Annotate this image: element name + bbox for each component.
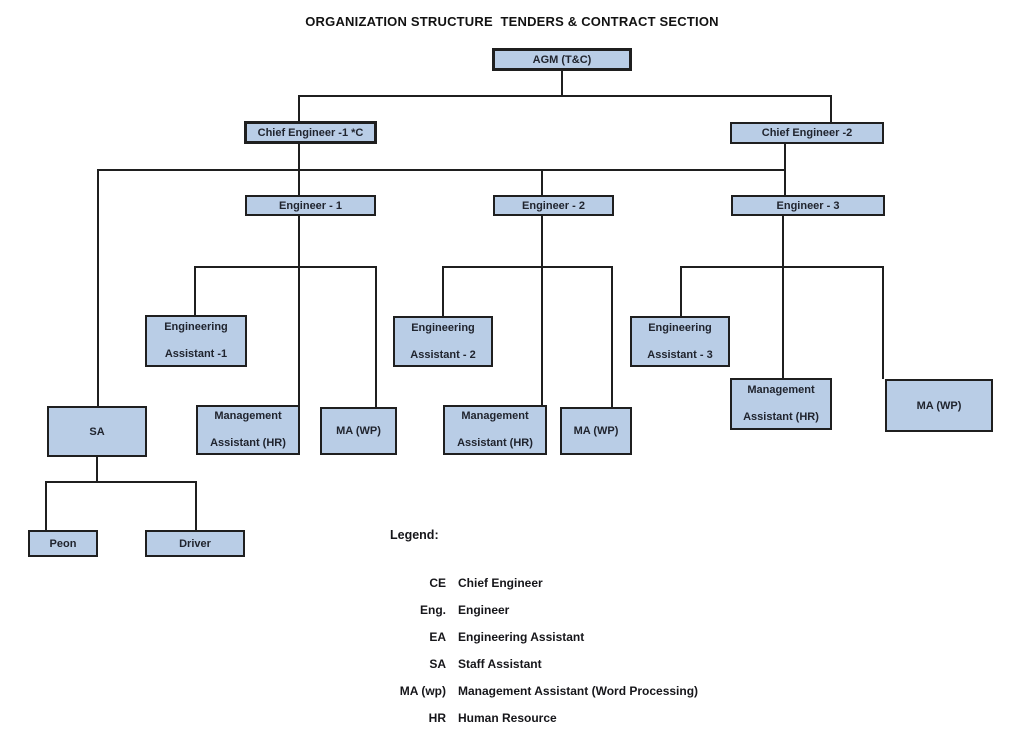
org-node-driver: Driver [145,530,245,557]
chart-title: ORGANIZATION STRUCTURE TENDERS & CONTRAC… [305,14,719,29]
org-node-engineer-1: Engineer - 1 [245,195,376,216]
org-node-engineering-assistant-2: Engineering Assistant - 2 [393,316,493,367]
org-node-chief-engineer-1-label: Chief Engineer -1 *C [257,126,364,139]
legend-desc-hr: Human Resource [458,711,557,725]
org-node-peon: Peon [28,530,98,557]
legend-row-ma-wp: MA (wp) Management Assistant (Word Proce… [390,684,698,698]
org-node-engineering-assistant-2-line2: Assistant - 2 [410,348,476,361]
org-node-engineering-assistant-1: Engineering Assistant -1 [145,315,247,367]
legend-row-ea: EA Engineering Assistant [390,630,698,644]
org-node-agm-label: AGM (T&C) [532,53,592,66]
org-node-engineer-2-label: Engineer - 2 [522,199,585,212]
org-node-ma-wp-2: MA (WP) [560,407,632,455]
org-node-management-assistant-hr-2-line1: Management [461,410,529,422]
org-node-ma-wp-3: MA (WP) [885,379,993,432]
org-node-ma-wp-2-label: MA (WP) [573,425,619,437]
legend-abbr-ce: CE [429,576,446,590]
org-node-management-assistant-hr-1-line1: Management [214,410,282,422]
org-node-engineer-3: Engineer - 3 [731,195,885,216]
org-node-driver-label: Driver [179,537,211,550]
legend: Legend: CE Chief Engineer Eng. Engineer … [390,528,698,736]
org-node-engineering-assistant-3: Engineering Assistant - 3 [630,316,730,367]
legend-desc-ce: Chief Engineer [458,576,543,590]
legend-desc-ma-wp: Management Assistant (Word Processing) [458,684,699,698]
legend-desc-ea: Engineering Assistant [458,630,585,644]
org-node-chief-engineer-2-label: Chief Engineer -2 [761,127,853,139]
org-node-engineer-3-label: Engineer - 3 [776,199,840,212]
org-node-management-assistant-hr-3-line2: Assistant (HR) [743,411,819,423]
org-node-chief-engineer-2: Chief Engineer -2 [730,122,884,144]
org-node-engineering-assistant-1-line1: Engineering [164,321,228,333]
org-node-engineer-2: Engineer - 2 [493,195,614,216]
org-node-management-assistant-hr-2: Management Assistant (HR) [443,405,547,455]
org-node-agm: AGM (T&C) [492,48,632,71]
legend-abbr-sa: SA [429,657,446,671]
legend-desc-eng: Engineer [458,603,510,617]
org-node-ma-wp-1-label: MA (WP) [336,425,381,437]
org-node-ma-wp-3-label: MA (WP) [916,399,962,412]
org-node-staff-assistant: SA [47,406,147,457]
legend-abbr-ma-wp: MA (wp) [399,684,446,698]
org-node-management-assistant-hr-3-line1: Management [747,384,815,396]
org-node-engineering-assistant-1-line2: Assistant -1 [164,348,228,360]
legend-heading: Legend: [390,528,439,542]
legend-row-ce: CE Chief Engineer [390,576,698,590]
legend-row-hr: HR Human Resource [390,711,698,725]
legend-row-eng: Eng. Engineer [390,603,698,617]
legend-abbr-ea: EA [429,630,446,644]
org-node-peon-label: Peon [49,537,77,550]
org-node-engineering-assistant-3-line1: Engineering [648,321,712,334]
org-node-management-assistant-hr-1: Management Assistant (HR) [196,405,300,455]
legend-abbr-eng: Eng. [420,603,446,617]
org-node-chief-engineer-1: Chief Engineer -1 *C [244,121,377,144]
org-node-engineering-assistant-3-line2: Assistant - 3 [647,348,713,361]
org-node-engineer-1-label: Engineer - 1 [279,199,342,212]
legend-desc-sa: Staff Assistant [458,657,542,671]
org-node-management-assistant-hr-1-line2: Assistant (HR) [210,437,286,449]
org-node-management-assistant-hr-2-line2: Assistant (HR) [457,437,533,449]
legend-abbr-hr: HR [428,711,446,725]
org-node-ma-wp-1: MA (WP) [320,407,397,455]
org-node-management-assistant-hr-3: Management Assistant (HR) [730,378,832,430]
org-node-engineering-assistant-2-line1: Engineering [411,321,475,334]
org-node-staff-assistant-label: SA [89,425,105,438]
legend-row-sa: SA Staff Assistant [390,657,698,671]
